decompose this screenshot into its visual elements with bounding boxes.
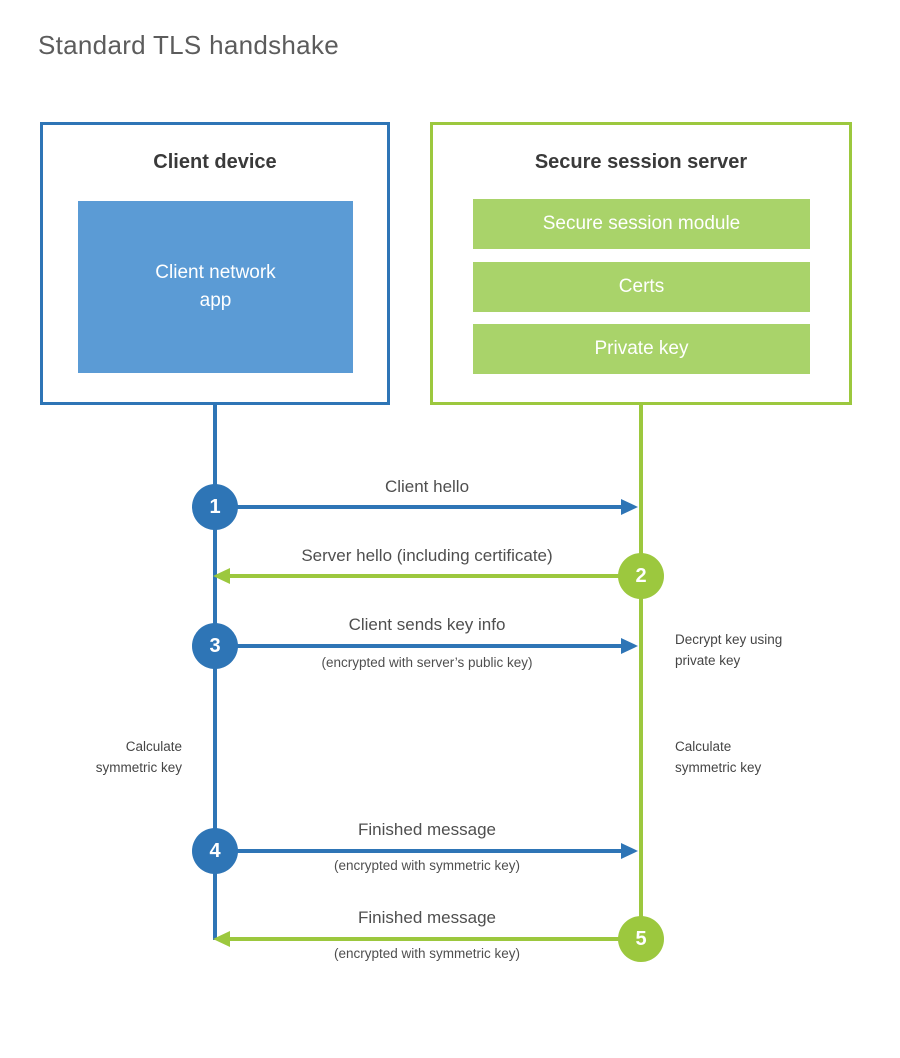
step5-label: Finished message xyxy=(358,908,496,927)
step3-arrow-shaft xyxy=(215,644,626,648)
step3-sublabel: (encrypted with server’s public key) xyxy=(321,655,533,670)
server-module-certs: Certs xyxy=(473,262,810,312)
step5-sublabel: (encrypted with symmetric key) xyxy=(333,946,521,961)
step4-arrow-shaft xyxy=(215,849,626,853)
client-device-box: Client device Client network app xyxy=(40,122,390,405)
step1-badge: 1 xyxy=(192,484,238,530)
client-network-app-box: Client network app xyxy=(78,201,353,373)
decrypt-key-note: Decrypt key using private key xyxy=(675,632,783,668)
step1-label: Client hello xyxy=(384,477,470,496)
step4-badge: 4 xyxy=(192,828,238,874)
step2-badge: 2 xyxy=(618,553,664,599)
server-module-secure-session: Secure session module xyxy=(473,199,810,249)
step1-arrow xyxy=(215,499,638,515)
server-calc-symmetric-key-note: Calculate symmetric key xyxy=(675,739,762,775)
diagram-title: Standard TLS handshake xyxy=(38,30,340,60)
step3-arrowhead-icon xyxy=(621,638,638,654)
step4-arrow xyxy=(215,843,638,859)
server-lifeline xyxy=(639,405,643,918)
client-device-title: Client device xyxy=(153,151,277,173)
step4-label: Finished message xyxy=(358,820,496,839)
server-title: Secure session server xyxy=(534,151,748,173)
step1-arrowhead-icon xyxy=(621,499,638,515)
client-calc-symmetric-key-note: Calculate symmetric key xyxy=(95,739,182,775)
step2-arrowhead-icon xyxy=(213,568,230,584)
step5-arrowhead-icon xyxy=(213,931,230,947)
step3-label: Client sends key info xyxy=(348,615,506,634)
step2-arrow-shaft xyxy=(225,574,641,578)
server-box: Secure session server Secure session mod… xyxy=(430,122,852,405)
server-module-private-key: Private key xyxy=(473,324,810,374)
step1-arrow-shaft xyxy=(215,505,626,509)
step2-label: Server hello (including certificate) xyxy=(301,546,553,565)
step2-arrow xyxy=(213,568,641,584)
step4-arrowhead-icon xyxy=(621,843,638,859)
step3-arrow xyxy=(215,638,638,654)
step5-badge: 5 xyxy=(618,916,664,962)
step5-arrow-shaft xyxy=(225,937,641,941)
step5-arrow xyxy=(213,931,641,947)
step4-sublabel: (encrypted with symmetric key) xyxy=(333,858,521,873)
step3-badge: 3 xyxy=(192,623,238,669)
client-lifeline xyxy=(213,405,217,940)
